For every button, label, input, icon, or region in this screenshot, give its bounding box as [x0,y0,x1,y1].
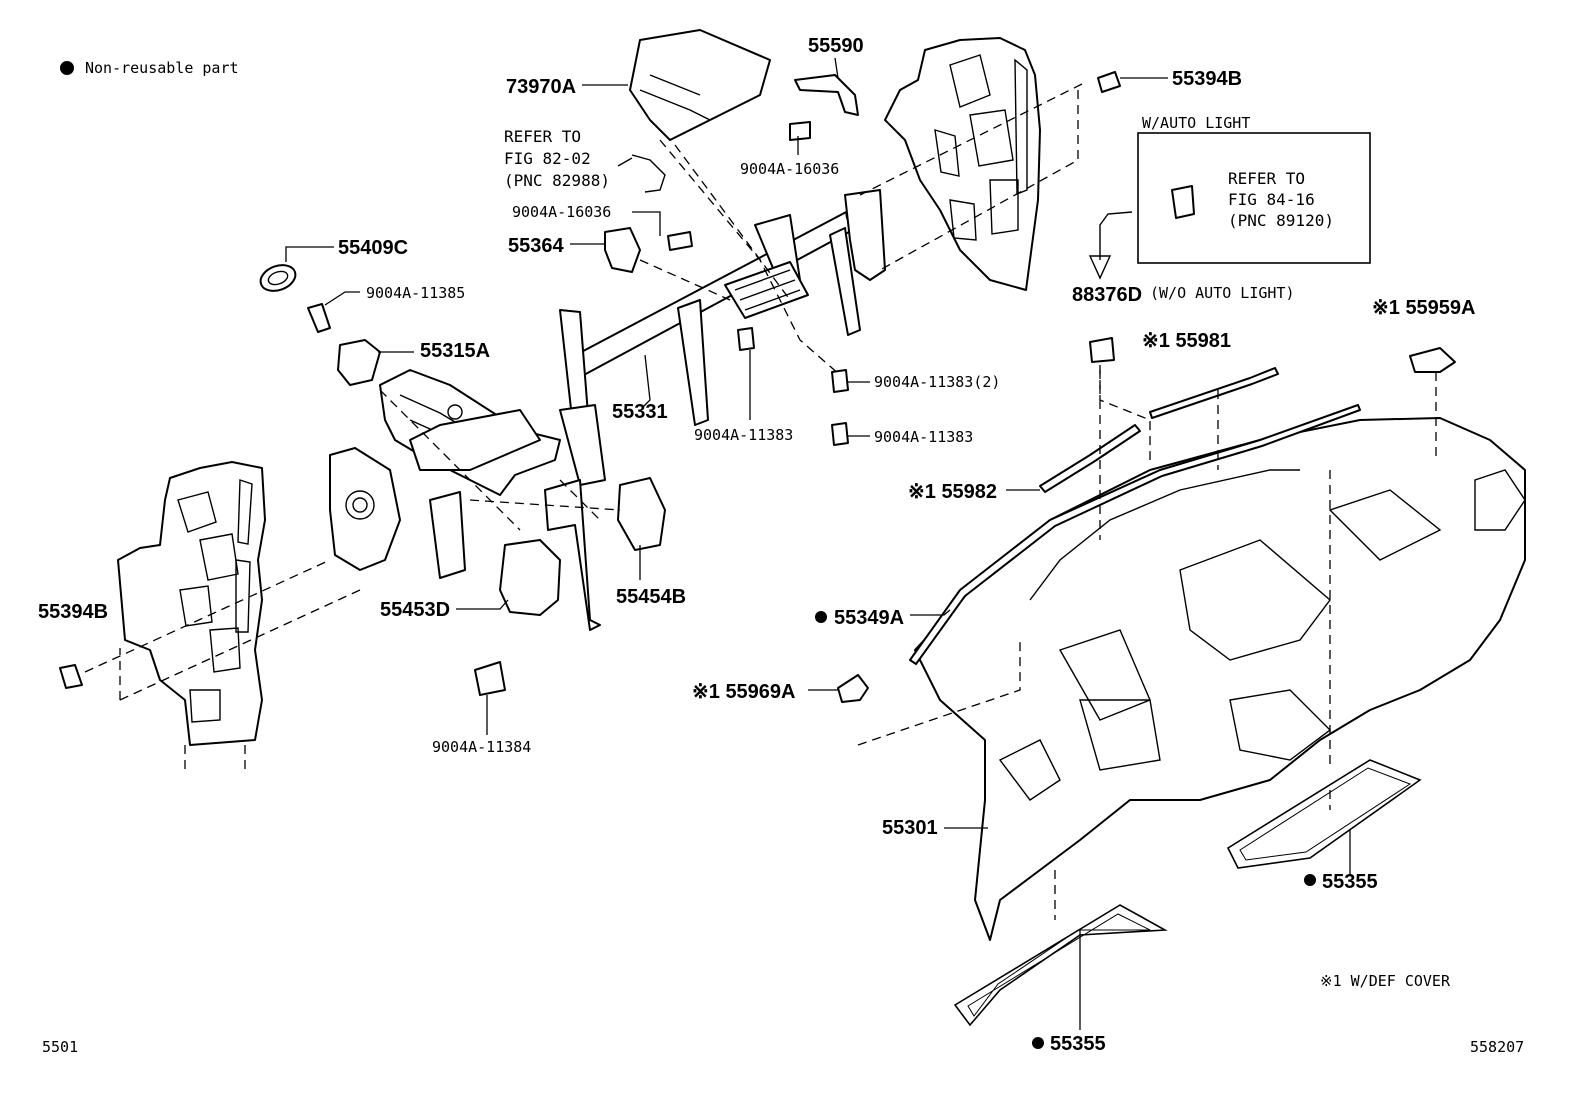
right-body-panel [884,37,1041,291]
nonreusable-dot-55355-right [1304,874,1316,886]
bolt-11383-lower [831,422,849,446]
label-11385: 9004A-11385 [366,284,465,302]
grommet-55409C [259,264,297,292]
duct-55454B [617,477,666,551]
cap-55969A [837,674,869,703]
cover-55981 [1149,367,1279,419]
label-55349A: 55349A [834,607,904,629]
label-55590: 55590 [808,35,864,57]
label-55355-bottom: 55355 [1050,1033,1106,1055]
glove-lid-73970A [629,29,771,141]
nonreusable-dot-55349A [815,611,827,623]
bracket-55590 [794,74,859,116]
auto-light-sensor-icon [1171,185,1195,219]
label-11383-2: 9004A-11383(2) [874,373,1000,391]
leader-lines [285,57,1351,1030]
bolt-55394B-left [59,664,83,689]
label-55454B: 55454B [616,586,686,608]
left-body-panel [117,461,266,770]
bolt-16036-upper [789,121,811,141]
label-55394B-left: 55394B [38,601,108,623]
label-refer-auto-2: FIG 84-16 [1228,190,1315,209]
auto-light-arrow-icon [1088,211,1133,280]
label-55969A: ※1 55969A [692,681,796,703]
label-55982: ※1 55982 [908,481,997,503]
silencer-pad-55355-right [1226,759,1422,869]
label-refer-auto-3: (PNC 89120) [1228,211,1334,230]
bolt-11384 [474,661,506,696]
connector-82988 [631,154,666,193]
bolt-55394B-top [1097,71,1121,93]
label-55331: 55331 [612,401,668,423]
bolt-11385 [307,303,331,333]
instrument-panel-55301 [914,417,1526,941]
label-55453D: 55453D [380,599,450,621]
label-refer-82-1: REFER TO [504,127,581,146]
duct-55453D [499,539,561,616]
label-w-auto-light: W/AUTO LIGHT [1142,114,1250,132]
label-refer-auto-1: REFER TO [1228,169,1305,188]
steering-support-bracket [329,369,606,631]
legend-text: Non-reusable part [85,59,239,77]
label-refer-82-2: FIG 82-02 [504,149,591,168]
auto-light-box [1137,132,1371,264]
label-refer-82-3: (PNC 82988) [504,171,610,190]
label-55315A: 55315A [420,340,490,362]
label-55409C: 55409C [338,237,408,259]
plug-88376D [1089,337,1115,363]
label-16036-left: 9004A-16036 [512,203,611,221]
label-73970A: 73970A [506,76,576,98]
bolt-11383-upper [831,369,849,393]
label-55981: ※1 55981 [1142,330,1231,352]
label-55301: 55301 [882,817,938,839]
legend-dot-icon [60,61,74,75]
label-55394B-top: 55394B [1172,68,1242,90]
label-55959A: ※1 55959A [1372,297,1476,319]
label-11383-mid: 9004A-11383 [694,426,793,444]
label-16036-upper: 9004A-16036 [740,160,839,178]
label-11383-right: 9004A-11383 [874,428,973,446]
label-55364: 55364 [508,235,564,257]
assembly-dashed-lines [84,83,1437,920]
cross-member-tube [559,189,886,446]
figure-code-left: 5501 [42,1038,78,1056]
bolt-11383-mid [737,327,755,351]
bracket-55364 [604,227,641,273]
bracket-55315A [337,339,381,386]
defroster-strip-55349A [909,404,1361,665]
label-88376D: 88376D [1072,284,1142,306]
bolt-16036-left [667,231,693,251]
label-11384: 9004A-11384 [432,738,531,756]
cover-55982 [1039,424,1141,493]
label-88376D-note: (W/O AUTO LIGHT) [1150,284,1295,302]
label-55355-right: 55355 [1322,871,1378,893]
figure-code-right: 558207 [1470,1038,1524,1056]
nonreusable-dot-55355-bottom [1032,1037,1044,1049]
label-def-cover-note: ※1 W/DEF COVER [1320,972,1451,990]
cap-55959A [1409,347,1456,373]
